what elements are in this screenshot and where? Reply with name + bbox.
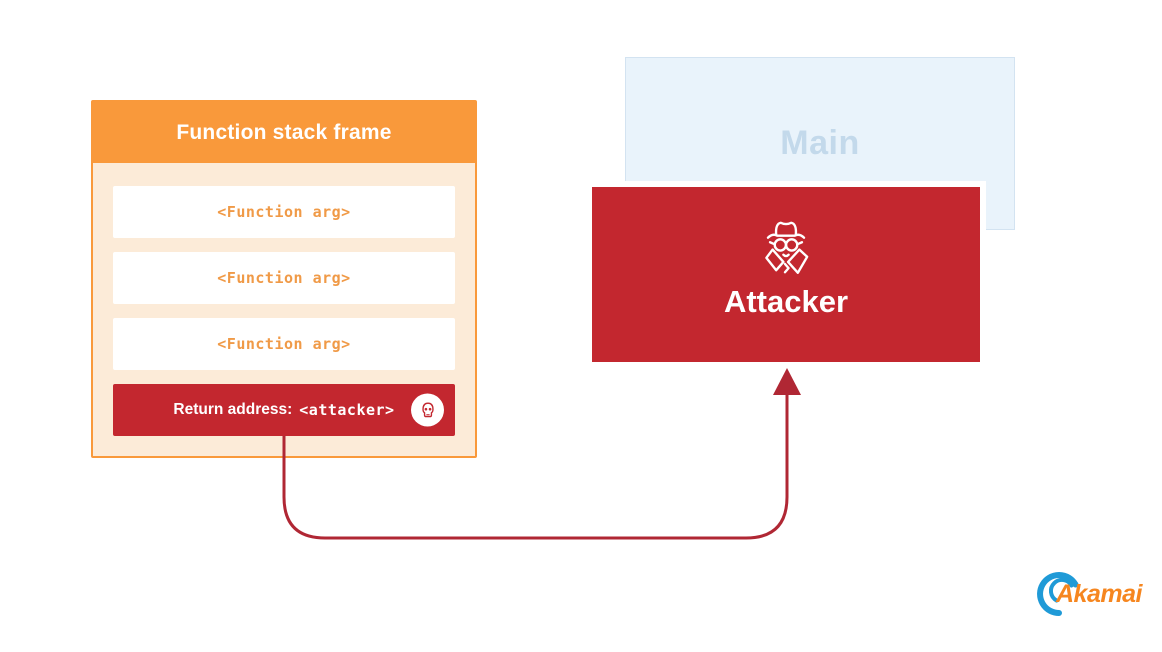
stack-frame-title: Function stack frame (93, 102, 475, 163)
main-label: Main (780, 124, 860, 162)
function-arg-row: <Function arg> (113, 252, 455, 304)
function-stack-frame-box: Function stack frame <Function arg> <Fun… (91, 100, 477, 458)
stack-frame-body: <Function arg> <Function arg> <Function … (93, 163, 475, 436)
akamai-swoosh-icon (1037, 572, 1079, 616)
skull-icon (411, 393, 444, 427)
return-address-label: Return address: (173, 401, 293, 418)
function-arg-row: <Function arg> (113, 318, 455, 370)
return-address-row: Return address: <attacker> (113, 384, 455, 436)
akamai-logo: Akamai (1030, 566, 1160, 622)
attacker-label: Attacker (723, 283, 849, 319)
function-arg-label: <Function arg> (217, 203, 351, 221)
function-arg-row: <Function arg> (113, 186, 455, 238)
function-arg-label: <Function arg> (217, 269, 351, 287)
spy-icon (753, 214, 819, 280)
attacker-box: Attacker (592, 187, 980, 362)
return-address-value: <attacker> (299, 401, 395, 419)
function-arg-label: <Function arg> (217, 335, 351, 353)
akamai-logo-text: Akamai (1056, 580, 1142, 608)
